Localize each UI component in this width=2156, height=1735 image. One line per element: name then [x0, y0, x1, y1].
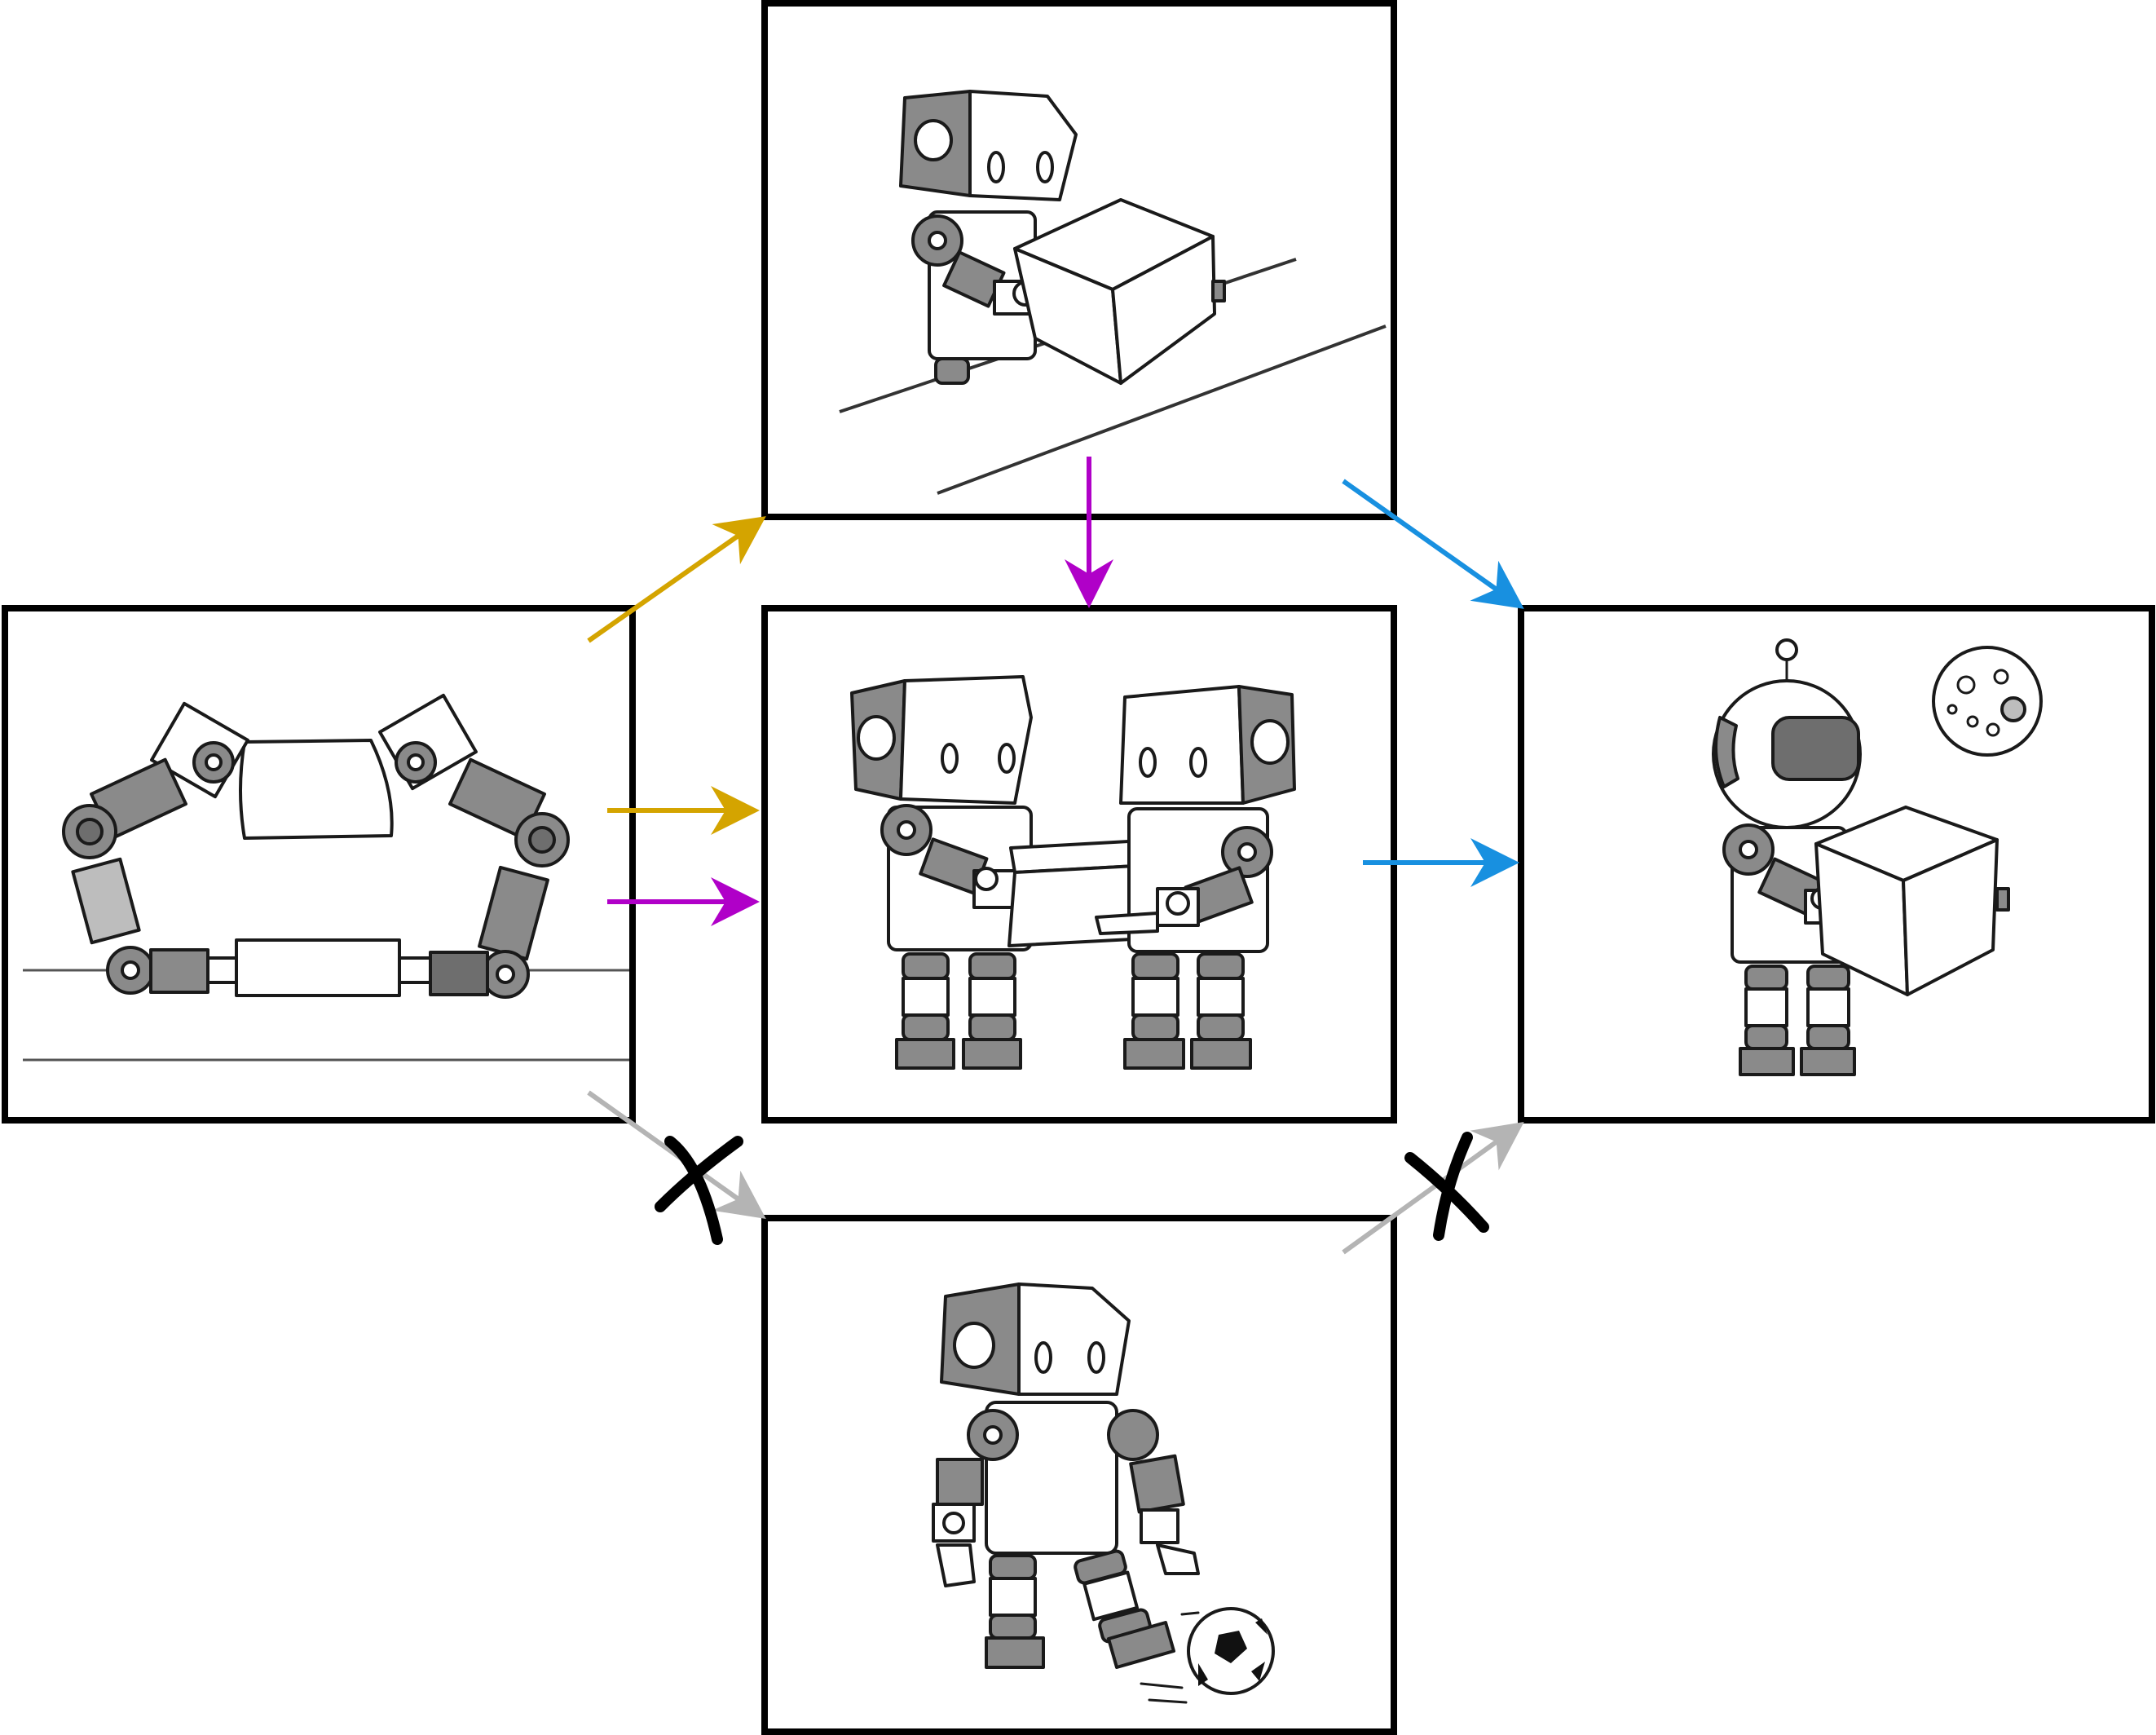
blocked-mark-left-bottom	[655, 1136, 743, 1245]
edges	[587, 457, 1524, 1255]
panel-left	[2, 605, 636, 1124]
edge-top-to-right-blue	[1342, 479, 1524, 609]
panel-right	[1518, 605, 2155, 1124]
astronaut-robot-illustration	[1712, 638, 2043, 1076]
edge-left-to-bottom-blocked	[587, 1090, 766, 1219]
edge-left-to-top-gold	[587, 516, 766, 643]
edge-bottom-to-right-blocked	[1342, 1121, 1524, 1255]
two-robots-illustration	[850, 675, 1296, 1070]
blocked-mark-bottom-right	[1404, 1132, 1489, 1241]
robot-box-illustration	[839, 90, 1387, 495]
robot-soccer-illustration	[932, 1282, 1275, 1704]
panel-top	[761, 0, 1397, 520]
robot-arm-illustration	[23, 693, 629, 1062]
panel-center	[761, 605, 1397, 1124]
panel-bottom	[761, 1215, 1397, 1735]
